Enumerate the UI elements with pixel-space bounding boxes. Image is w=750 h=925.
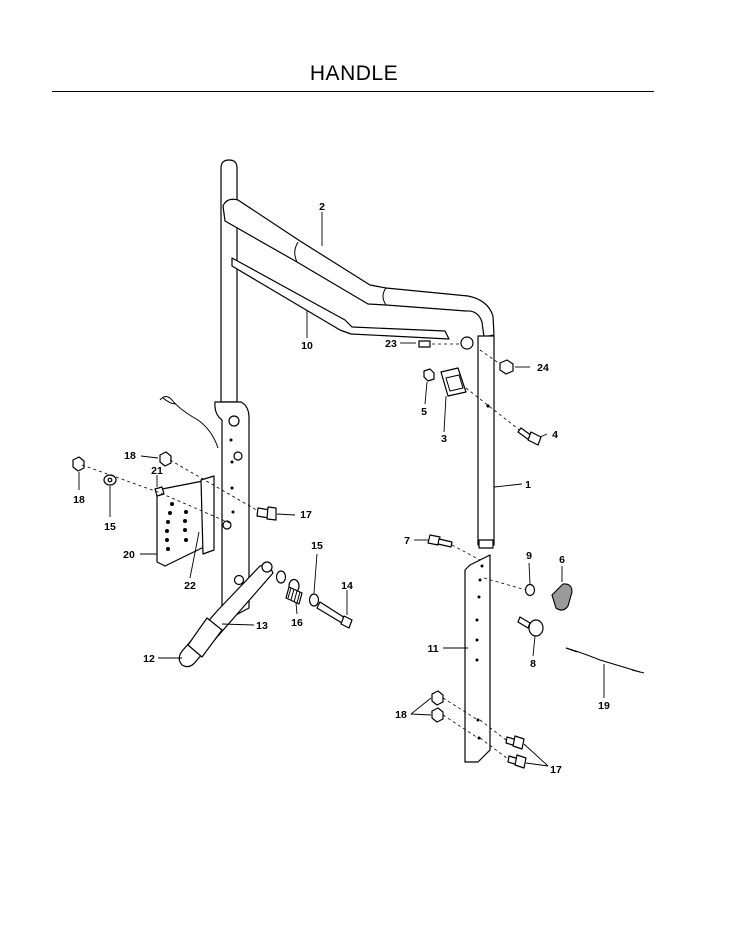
nuts-18-right [431,690,479,739]
callout-1: 1 [525,479,531,491]
callout-20: 20 [123,549,135,561]
callout-9: 9 [526,550,532,562]
callout-19: 19 [598,700,610,712]
page-title: HANDLE [309,62,399,85]
callout-7: 7 [404,535,410,547]
nut-18-left [72,456,85,472]
knob-6 [551,583,573,611]
callout-18-left: 18 [73,494,85,506]
callout-3: 3 [441,433,447,445]
callout-13: 13 [256,620,268,632]
callout-23: 23 [385,338,397,350]
latch-bracket [440,367,467,397]
washer-15-right [308,593,320,607]
spring-16 [285,586,303,605]
callout-17-right: 17 [550,764,562,776]
nut-18-upper [159,451,172,467]
bolt-17-left [256,506,277,521]
spacer [275,570,287,584]
callout-10: 10 [301,340,313,352]
callout-5: 5 [421,406,427,418]
handle-grip [222,198,495,338]
left-cable [159,396,219,449]
callout-18-right: 18 [395,709,407,721]
callout-6: 6 [559,554,565,566]
callout-21: 21 [151,465,163,477]
callout-24: 24 [537,362,549,374]
lever-handle [178,561,274,668]
callout-15-center: 15 [311,540,323,552]
adjustment-plate [156,475,215,567]
callout-4: 4 [552,429,558,441]
right-lower-plate [464,554,491,763]
callout-14: 14 [341,580,353,592]
left-handle-tube [220,159,238,403]
callout-16: 16 [291,617,303,629]
callout-2: 2 [319,201,325,213]
callout-12: 12 [143,653,155,665]
callout-22: 22 [184,580,196,592]
nut-24 [479,349,514,375]
cross-bar [231,257,450,340]
bolt-23 [418,336,474,350]
callout-18-upper: 18 [124,450,136,462]
bolt-7 [427,534,481,561]
callout-15-left: 15 [104,521,116,533]
right-handle-tube [477,335,495,549]
nut-5 [423,368,435,382]
callout-17-left: 17 [300,509,312,521]
pin-8 [517,616,544,637]
leader-lines [78,212,605,767]
callout-11: 11 [427,643,438,655]
callout-8: 8 [530,658,536,670]
bolt-4 [465,387,542,446]
title-underline [52,91,654,92]
washer-9 [483,577,536,597]
bolts-17-right [479,719,527,769]
bolt-14 [316,601,353,629]
washer-15-left [103,474,117,486]
dash-line-upper [169,459,261,513]
cable-19 [565,647,645,674]
dash-line-left [81,464,233,525]
